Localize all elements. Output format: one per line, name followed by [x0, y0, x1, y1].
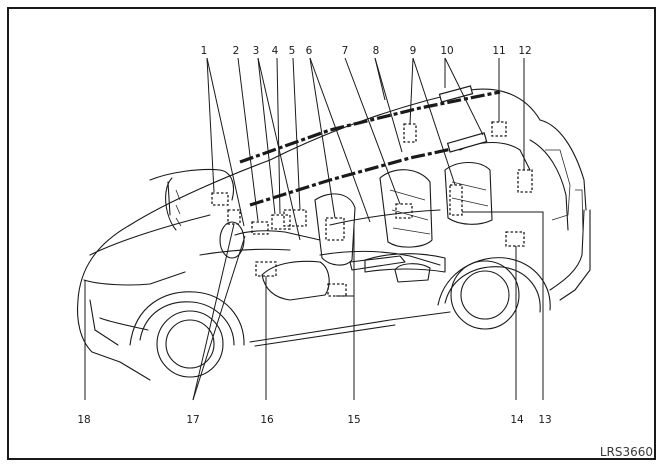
callout-labels: 1 2 3 4 5 6 7 8 9 10 11 12 13 14 15 16 1… — [77, 45, 551, 426]
callout-3: 3 — [253, 45, 260, 57]
component-box-13 — [449, 184, 463, 216]
callout-10: 10 — [440, 45, 453, 57]
component-box-15 — [327, 283, 347, 297]
callout-1: 1 — [201, 45, 208, 57]
component-box-3 — [271, 214, 291, 230]
callout-12: 12 — [518, 45, 531, 57]
callout-9: 9 — [410, 45, 417, 57]
component-boxes — [211, 121, 533, 297]
vehicle-outline — [76, 88, 591, 381]
component-box-14 — [505, 231, 525, 247]
callout-5: 5 — [289, 45, 296, 57]
curtain-airbag-rails — [239, 85, 501, 207]
callout-11: 11 — [492, 45, 505, 57]
component-box-16 — [255, 261, 277, 277]
component-box-2 — [251, 221, 269, 235]
component-box-9 — [403, 123, 417, 143]
component-box-7 — [395, 203, 413, 219]
leader-lines — [84, 57, 544, 401]
callout-15: 15 — [347, 414, 360, 426]
callout-16: 16 — [260, 414, 274, 426]
callout-18: 18 — [77, 414, 90, 426]
diagram-frame — [7, 7, 656, 460]
callout-6: 6 — [306, 45, 313, 57]
callout-2: 2 — [233, 45, 240, 57]
figure-code: LRS3660 — [600, 445, 653, 459]
callout-14: 14 — [510, 414, 524, 426]
callout-17: 17 — [186, 414, 199, 426]
component-box-11 — [491, 121, 507, 137]
component-box-12 — [517, 169, 533, 193]
callout-7: 7 — [342, 45, 349, 57]
callout-8: 8 — [373, 45, 380, 57]
component-box-6 — [325, 217, 345, 241]
callout-13: 13 — [538, 414, 551, 426]
callout-4: 4 — [272, 45, 279, 57]
inflator-lower — [446, 132, 488, 153]
component-box-1 — [211, 192, 229, 206]
inflator-upper — [438, 85, 474, 103]
component-box-4 — [283, 209, 307, 227]
